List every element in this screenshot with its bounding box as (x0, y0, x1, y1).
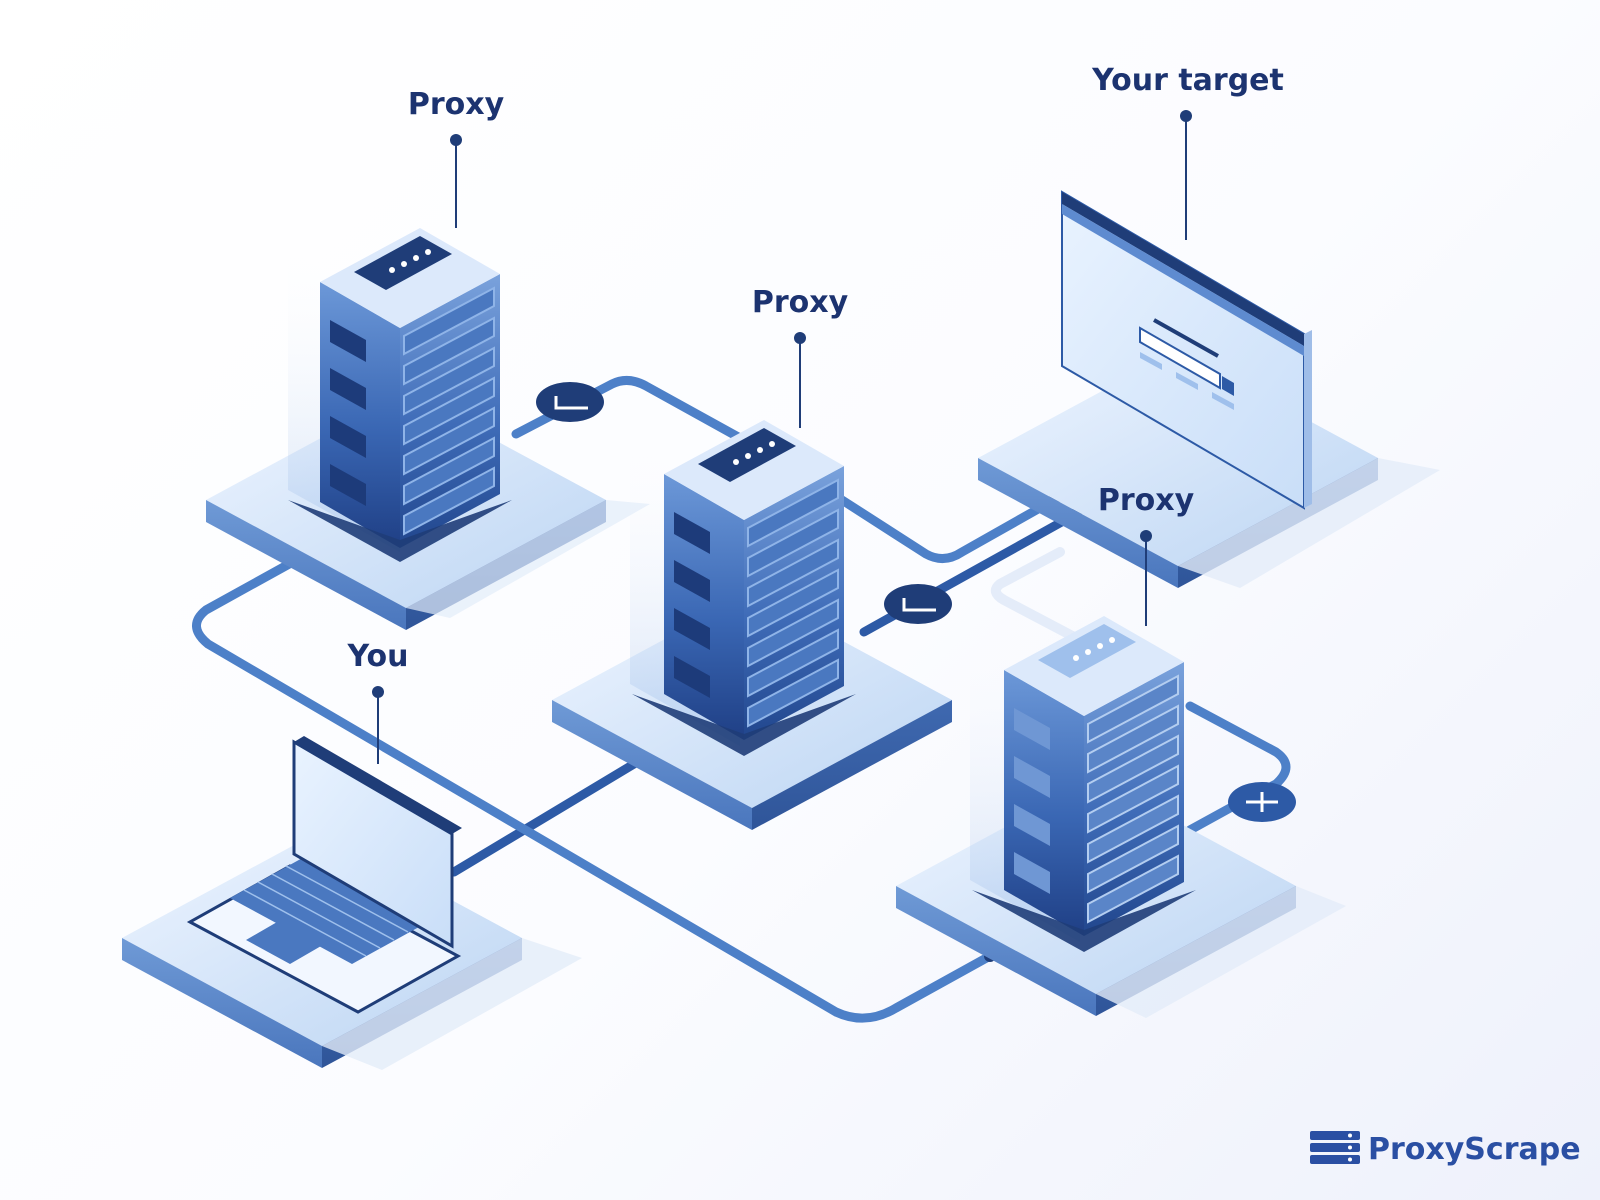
cable-proxy-left-to-middle (511, 376, 745, 443)
target-browser-window-icon (1061, 190, 1312, 510)
cable-you-to-middle (449, 753, 649, 877)
server-proxy-left-icon (288, 228, 512, 562)
brand-logo: ProxyScrape (1310, 1131, 1581, 1167)
label-proxy-right: Proxy (1098, 483, 1195, 518)
label-pins (377, 116, 1187, 764)
cable-middle-to-target (837, 495, 1059, 563)
label-proxy-middle: Proxy (752, 285, 849, 320)
tunnel-connector-2 (884, 584, 952, 624)
tunnel-connector-3-plus (1228, 782, 1296, 822)
server-stack-icon (1310, 1131, 1360, 1164)
server-proxy-middle-icon (630, 420, 856, 756)
cable-left-to-right-proxy (192, 553, 995, 1023)
brand-name: ProxyScrape (1368, 1132, 1581, 1167)
label-proxy-left: Proxy (408, 87, 505, 122)
tunnel-connector-1 (536, 382, 604, 422)
laptop-icon (186, 736, 462, 1014)
cable-faint (990, 547, 1085, 645)
server-proxy-right-icon (970, 616, 1196, 952)
label-you: You (347, 639, 409, 674)
label-target: Your target (1091, 63, 1284, 98)
